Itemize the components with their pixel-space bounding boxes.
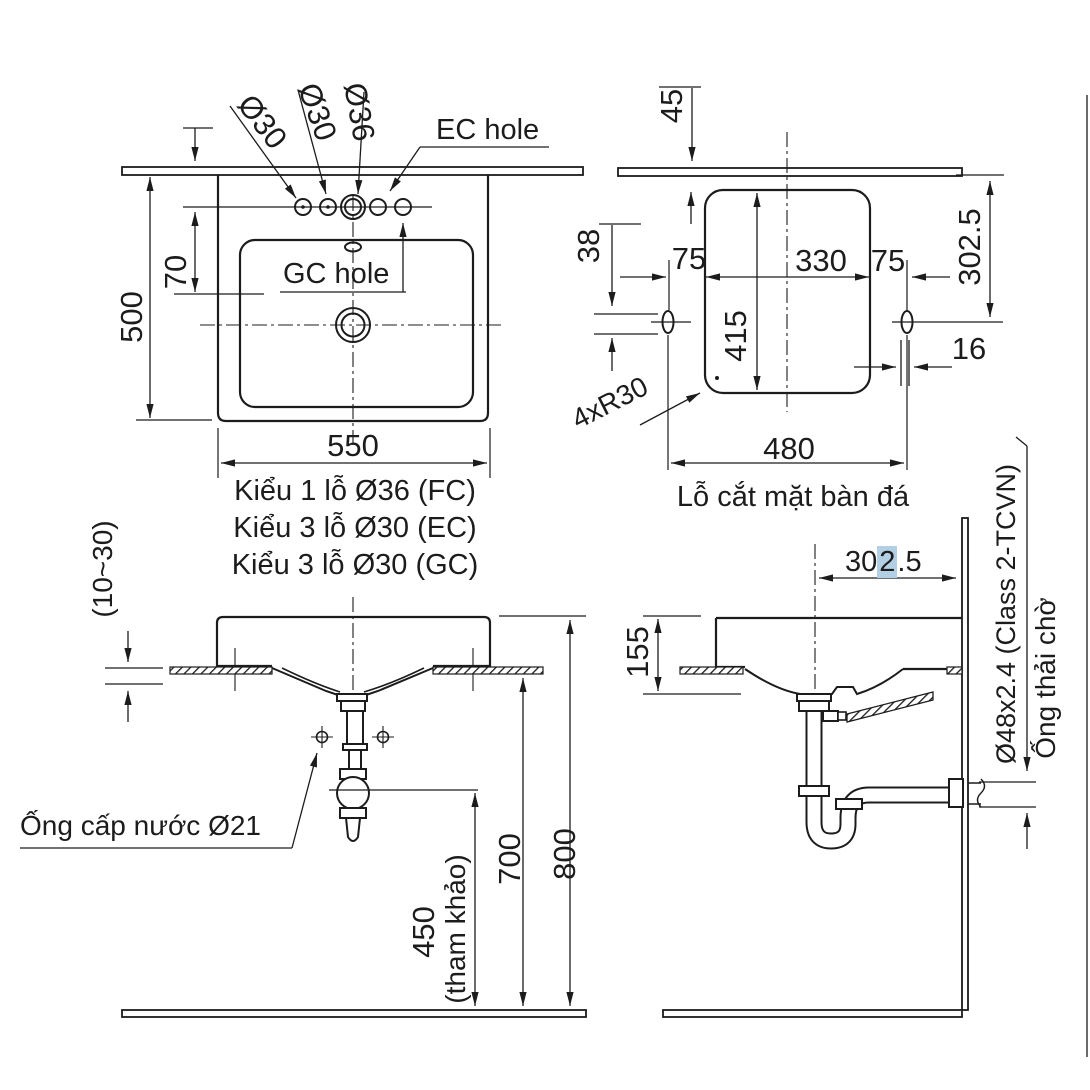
dim-3025-suffix: .5 [897, 546, 922, 578]
countertop-cutout-view [594, 86, 1004, 470]
wall-line [961, 517, 969, 1011]
countertop-edge-side [617, 167, 963, 177]
floor-line-right [662, 1009, 963, 1018]
gc-hole-label: GC hole [283, 258, 390, 290]
dim-550-label: 550 [327, 428, 379, 463]
drain-hole [335, 307, 371, 343]
dim-45-label: 45 [654, 88, 689, 124]
basin-top-view [121, 89, 584, 478]
dim-155-label: 155 [620, 626, 655, 678]
faucet-holes [294, 194, 412, 220]
dim-16-label: 16 [951, 331, 987, 366]
type-line-3: Kiểu 3 lỗ Ø30 (GC) [231, 549, 479, 581]
dim-38-label: 38 [571, 228, 606, 264]
countertop-edge [121, 166, 584, 176]
ec-hole-label: EC hole [436, 114, 540, 146]
type-line-1: Kiểu 1 lỗ Ø36 (FC) [234, 475, 476, 507]
dim-450-note-label: (tham khảo) [440, 854, 471, 1004]
dim-3025-prefix: 30 [845, 546, 878, 578]
sink-outline [216, 175, 490, 423]
dim-70-label: 70 [158, 254, 193, 290]
dim-700-label: 700 [492, 833, 527, 885]
sink-side-outline [714, 616, 962, 671]
dim-415-label: 415 [718, 310, 753, 362]
dim-3025-wall-label: 302.5 [845, 546, 922, 578]
dim-330-label: 330 [795, 243, 847, 278]
cutout-caption: Lỗ cắt mặt bàn đá [676, 481, 910, 513]
drain-pipe-front [336, 693, 370, 842]
dim-75-left-label: 75 [671, 241, 707, 276]
overflow-hole [344, 241, 362, 253]
dim-480-label: 480 [763, 431, 815, 466]
dim-500-label: 500 [114, 291, 149, 343]
dim-800-label: 800 [547, 828, 582, 880]
waste-pipe-spec-label: Ø48x2.4 (Class 2-TCVN) [991, 463, 1021, 765]
dim-3025-right-label: 302.5 [952, 208, 987, 286]
waste-stub-pipe [846, 691, 934, 723]
supply-pipe-label: Ống cấp nước Ø21 [20, 810, 262, 841]
dim-75-right-label: 75 [870, 243, 906, 278]
floor-line [121, 1009, 587, 1018]
basin-outline [238, 238, 475, 409]
front-installation-view [20, 597, 587, 1018]
supply-pipe-symbols [311, 726, 394, 748]
dim-3025-highlight: 2 [877, 546, 898, 578]
type-line-2: Kiểu 3 lỗ Ø30 (EC) [233, 512, 477, 544]
p-trap-pipe [798, 700, 951, 850]
dim-range-label: (10~30) [87, 520, 118, 618]
dim-450-label: 450 [406, 906, 441, 958]
waste-pipe-wait-label: Ống thải chờ [1030, 597, 1061, 759]
side-installation-view [643, 436, 1036, 1018]
